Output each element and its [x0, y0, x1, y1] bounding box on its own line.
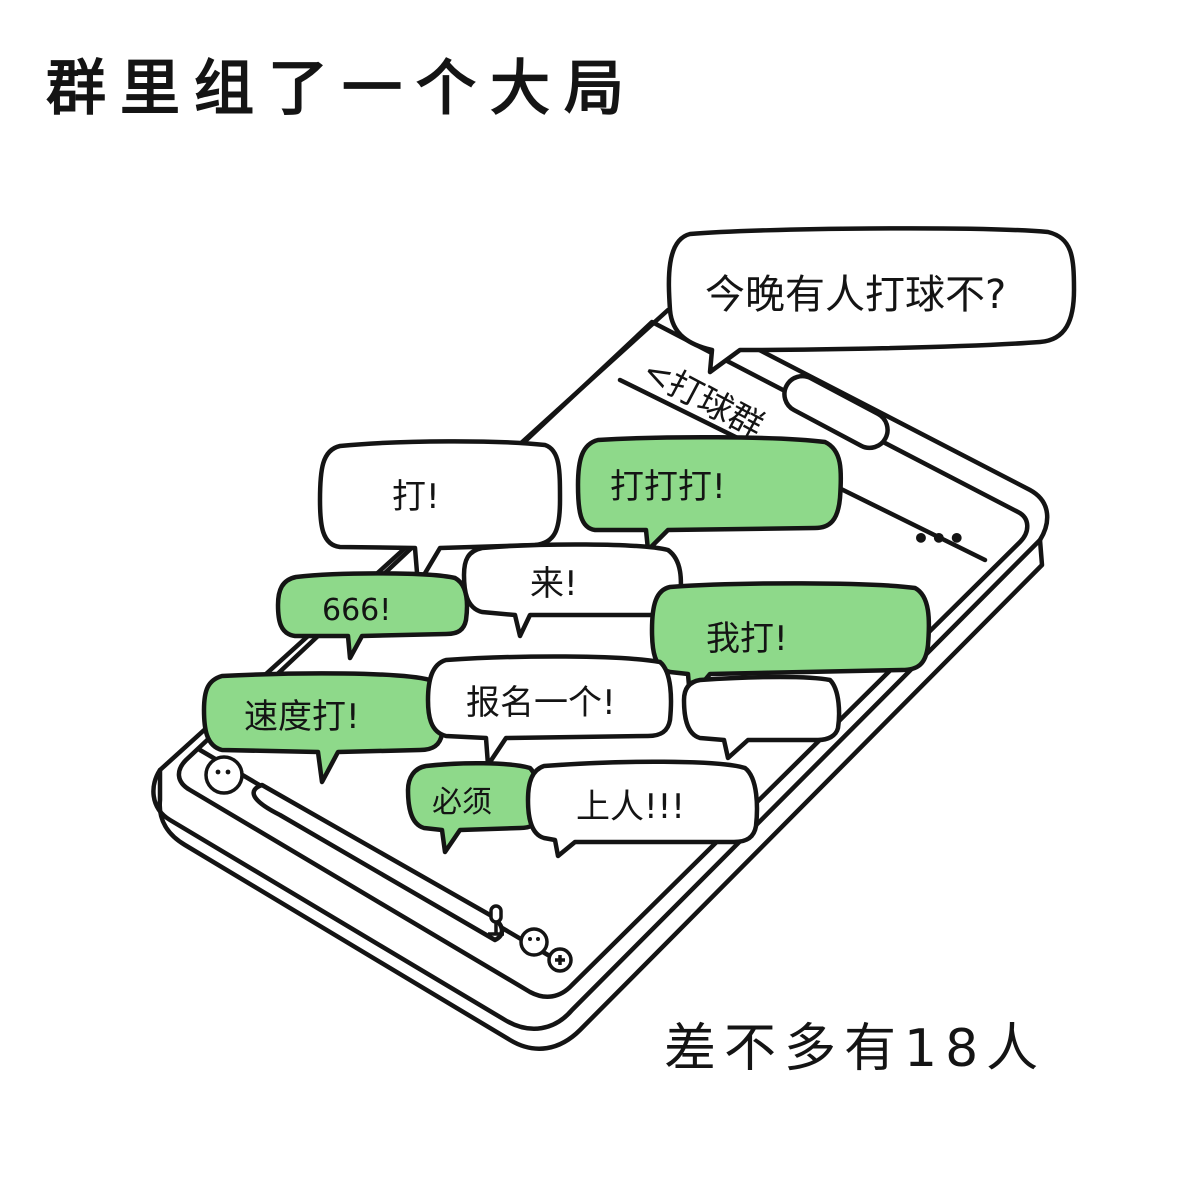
chat-bubble: [201, 671, 446, 785]
message-text: 我打!: [706, 619, 788, 659]
more-options-icon[interactable]: •••: [912, 522, 966, 555]
question-text: 今晚有人打球不?: [705, 272, 1006, 318]
chat-bubble: [317, 439, 563, 588]
message-text: 打!: [392, 477, 440, 517]
phone-notch: [782, 373, 890, 451]
chat-bubble: [649, 581, 932, 701]
message-text: 打打打!: [610, 467, 726, 507]
smiley-icon[interactable]: [204, 755, 244, 795]
question-bubble: [666, 226, 1077, 375]
chat-bubble: [575, 434, 844, 553]
page-title: 群里组了一个大局: [46, 54, 638, 124]
message-text: 报名一个!: [466, 683, 616, 723]
chat-bubble: [275, 571, 470, 661]
phone-edge: [157, 537, 1045, 1051]
message-text: 上人!!!: [576, 787, 685, 827]
chat-bubble: [681, 674, 842, 761]
chat-bubble: [425, 654, 674, 768]
message-text: 必须: [432, 785, 492, 820]
phone-screen: [176, 319, 1030, 999]
smiley-icon-bottom[interactable]: [519, 927, 549, 957]
message-text: 速度打!: [244, 697, 360, 737]
page-subtitle: 差不多有18人: [664, 1019, 1047, 1079]
message-text: 来!: [530, 564, 578, 604]
chat-bubble: [525, 759, 760, 859]
message-text: 666!: [322, 593, 391, 628]
